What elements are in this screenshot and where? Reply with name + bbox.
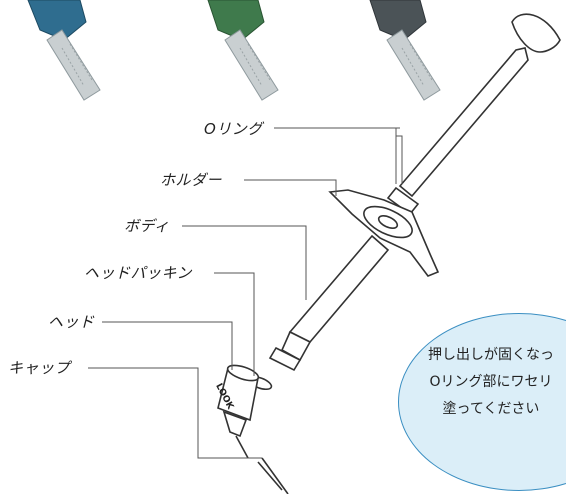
tool-blue xyxy=(27,0,101,101)
label-holder: ホルダー xyxy=(160,171,223,189)
label-cap: キャップ xyxy=(8,359,71,377)
cap xyxy=(235,435,289,494)
plunger xyxy=(386,13,561,216)
label-head-packing: ヘッドパッキン xyxy=(84,264,193,282)
note-line-2: Oリング部にワセリ xyxy=(429,374,553,390)
label-oring: Oリング xyxy=(204,120,263,138)
label-body: ボディ xyxy=(124,217,170,235)
tool-gray xyxy=(369,0,441,101)
leader-lines xyxy=(88,127,403,459)
tool-green xyxy=(207,0,279,101)
holder xyxy=(328,189,440,277)
syringe-body xyxy=(268,234,390,372)
head xyxy=(217,364,260,438)
note-line-3: 塗ってください xyxy=(442,401,540,417)
label-head: ヘッド xyxy=(48,313,95,331)
note-line-1: 押し出しが固くなっ xyxy=(428,347,554,363)
note-text: 押し出しが固くなっ Oリング部にワセリ 塗ってください xyxy=(398,342,566,423)
